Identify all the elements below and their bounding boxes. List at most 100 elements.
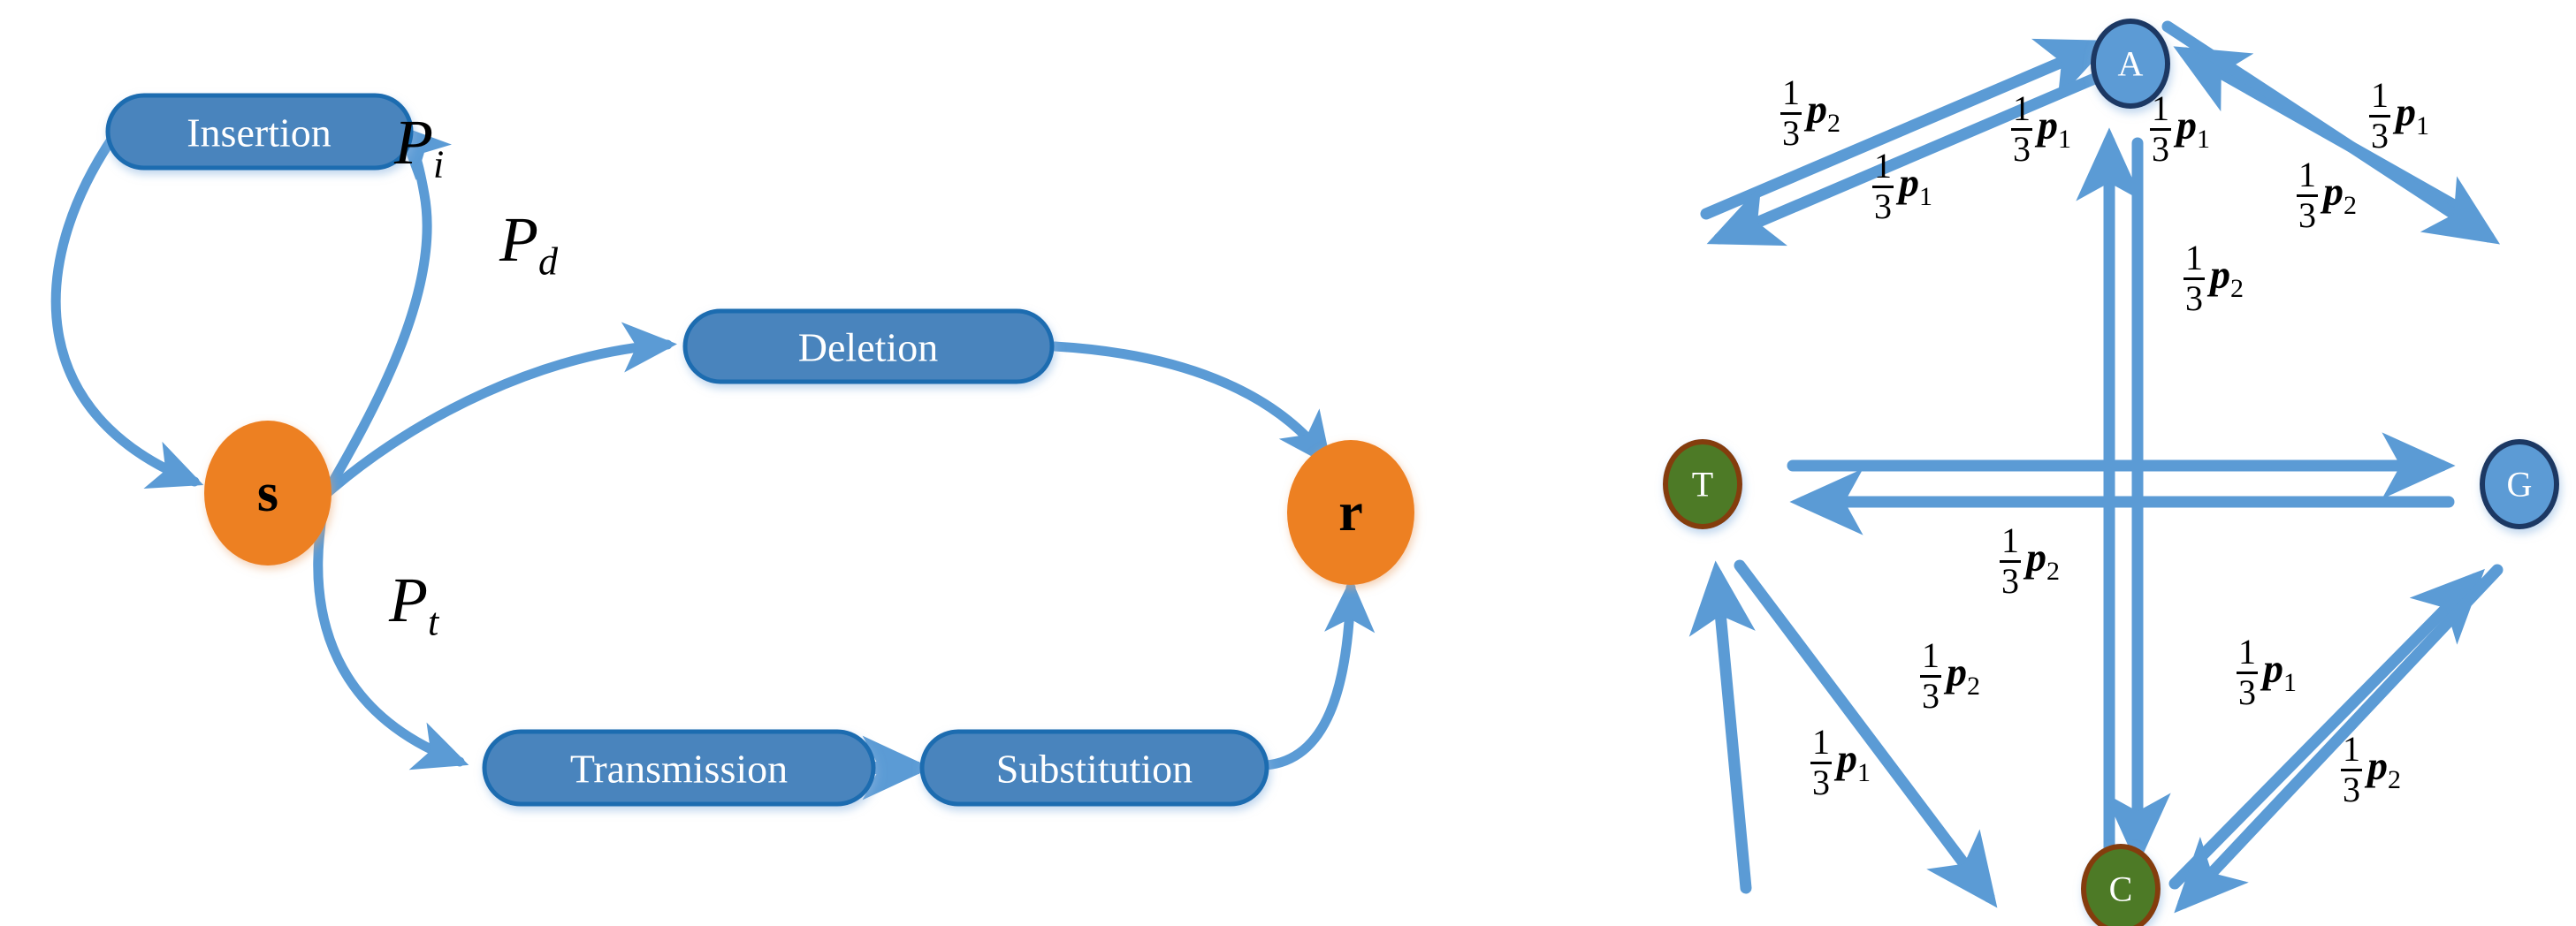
fraction-bar xyxy=(2341,768,2362,771)
node-A[interactable]: A xyxy=(2091,19,2170,109)
node-insertion[interactable]: Insertion xyxy=(105,93,414,171)
numerator: 1 xyxy=(2013,88,2031,128)
p-base: p xyxy=(2263,646,2283,692)
s-label: s xyxy=(257,463,278,523)
edge-s-to-deletion xyxy=(320,322,677,500)
pd-base: P xyxy=(499,204,538,275)
p-term: p2 xyxy=(1807,89,1841,137)
denominator: 3 xyxy=(2013,128,2031,169)
denominator: 3 xyxy=(2238,672,2256,712)
denominator: 3 xyxy=(1874,186,1892,226)
denominator: 3 xyxy=(2298,194,2316,235)
frac-label-ta-lower: 1 3 p1 xyxy=(1872,148,1932,225)
p-sub: 1 xyxy=(2197,125,2210,155)
fraction-bar xyxy=(2150,127,2171,131)
fraction-stack: 1 3 xyxy=(1780,72,1802,153)
fraction-stack: 1 3 xyxy=(1920,635,1941,716)
denominator: 3 xyxy=(2343,769,2360,809)
node-s[interactable]: s xyxy=(204,421,332,565)
node-T[interactable]: T xyxy=(1663,439,1742,529)
denominator: 3 xyxy=(1782,112,1800,153)
A-label: A xyxy=(2118,44,2144,84)
fraction-stack: 1 3 xyxy=(2184,238,2205,317)
G-circle-shape xyxy=(2480,439,2559,529)
edge-A-to-G xyxy=(2161,20,2501,245)
edge-C-to-T xyxy=(1688,560,1756,894)
denominator: 3 xyxy=(2152,128,2169,169)
numerator: 1 xyxy=(1874,146,1892,186)
p-base: p xyxy=(2210,252,2230,298)
frac-label-tc-lower: 1 3 p1 xyxy=(1810,724,1871,801)
frac-label-gc-lower: 1 3 p2 xyxy=(2341,731,2401,809)
p-term: p1 xyxy=(1837,739,1871,786)
edge-substitution-to-r xyxy=(1261,578,1376,770)
p-sub: 2 xyxy=(1827,109,1841,139)
numerator: 1 xyxy=(2185,238,2203,277)
substitution-box-shape xyxy=(919,729,1269,807)
fraction-stack: 1 3 xyxy=(2150,90,2171,169)
left-diagram-group: Insertion Deletion Transmission Substitu… xyxy=(50,93,1414,807)
fraction-bar xyxy=(1810,761,1832,764)
numerator: 1 xyxy=(1782,72,1800,112)
node-C[interactable]: C xyxy=(2081,844,2161,926)
deletion-label: Deletion xyxy=(798,325,938,370)
p-sub: 2 xyxy=(2230,274,2244,304)
right-diagram-group: A T G C xyxy=(1663,19,2559,926)
insertion-box-shape xyxy=(105,93,414,171)
p-base: p xyxy=(1899,160,1919,206)
fraction-stack: 1 3 xyxy=(1872,148,1894,225)
frac-label-ag-lower: 1 3 p2 xyxy=(2297,156,2357,235)
edge-label-pi: Pi xyxy=(394,106,444,186)
C-label: C xyxy=(2109,869,2133,909)
denominator: 3 xyxy=(2371,115,2389,156)
p-sub: 1 xyxy=(2283,668,2297,698)
fraction-bar xyxy=(1920,674,1941,678)
p-sub: 1 xyxy=(1919,182,1932,212)
frac-label-ta-upper: 1 3 p2 xyxy=(1780,72,1841,153)
edge-C-to-G xyxy=(2168,568,2485,890)
substitution-label: Substitution xyxy=(996,747,1193,792)
p-term: p2 xyxy=(2026,537,2060,585)
edge-T-to-C xyxy=(1734,559,1998,908)
r-label: r xyxy=(1338,482,1363,543)
numerator: 1 xyxy=(2371,75,2389,115)
p-sub: 1 xyxy=(2058,125,2071,155)
fraction-bar xyxy=(2369,114,2390,118)
p-base: p xyxy=(2176,102,2197,148)
node-G[interactable]: G xyxy=(2480,439,2559,529)
frac-label-ag-upper: 1 3 p1 xyxy=(2369,75,2429,156)
denominator: 3 xyxy=(2001,560,2019,601)
edge-insertion-to-s xyxy=(50,132,204,489)
frac-label-tg-lower: 1 3 p2 xyxy=(2000,522,2060,601)
p-term: p1 xyxy=(2263,649,2297,696)
s-circle-shape xyxy=(204,421,332,565)
frac-label-ac-right: 1 3 p1 xyxy=(2150,90,2210,169)
p-sub: 2 xyxy=(2388,765,2401,795)
node-deletion[interactable]: Deletion xyxy=(682,308,1055,384)
node-r[interactable]: r xyxy=(1287,440,1414,585)
A-circle-shape xyxy=(2091,19,2170,109)
frac-label-tg-upper: 1 3 p2 xyxy=(2184,238,2244,317)
pi-sub: i xyxy=(432,142,445,186)
node-transmission[interactable]: Transmission xyxy=(482,729,876,807)
edge-label-pd: Pd xyxy=(499,203,558,284)
p-base: p xyxy=(2026,535,2046,581)
denominator: 3 xyxy=(1922,675,1940,716)
p-base: p xyxy=(2038,102,2058,148)
fraction-bar xyxy=(2297,194,2318,197)
insertion-label: Insertion xyxy=(187,110,332,156)
edge-s-to-insertion xyxy=(320,124,452,500)
pd-sub: d xyxy=(537,239,558,284)
p-term: p2 xyxy=(1947,652,1980,700)
node-substitution[interactable]: Substitution xyxy=(919,729,1269,807)
edge-s-to-transmission xyxy=(313,507,469,770)
fraction-bar xyxy=(2184,277,2205,280)
p-term: p1 xyxy=(2396,92,2429,140)
p-sub: 2 xyxy=(2046,557,2060,587)
T-circle-shape xyxy=(1663,439,1742,529)
p-sub: 2 xyxy=(2344,191,2357,221)
numerator: 1 xyxy=(1922,635,1940,675)
p-sub: 1 xyxy=(2416,111,2429,141)
